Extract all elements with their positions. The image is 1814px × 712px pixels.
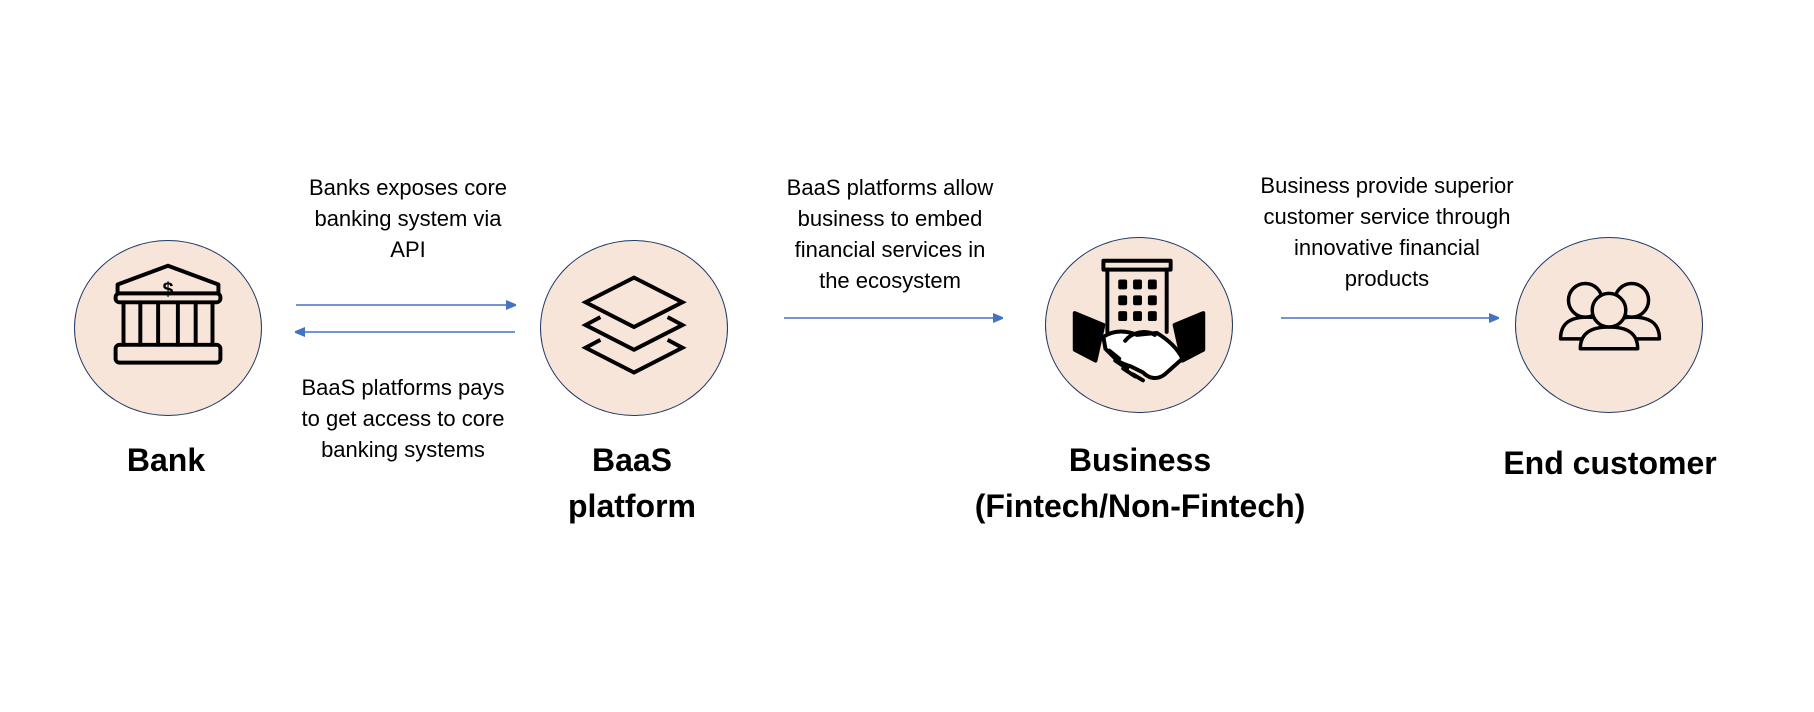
edge-text-baas-to-business: BaaS platforms allow business to embed f… [786,175,994,293]
node-label-baas-platform: BaaS platform [568,442,696,524]
node-baas-platform [540,240,728,416]
business-handshake-icon [1072,258,1206,383]
users-group-icon [1558,281,1662,351]
svg-text:$: $ [163,278,174,300]
edge-text-business-to-end-customer: Business provide superior customer servi… [1260,173,1514,291]
bank-icon: $ [113,263,223,365]
layers-icon [581,275,687,375]
node-label-bank: Bank [126,442,206,478]
edge-text-bank-to-baas: Banks exposes core banking system via AP… [308,175,508,262]
node-label-end-customer: End customer [1503,445,1717,481]
node-label-business: Business (Fintech/Non-Fintech) [974,442,1306,524]
node-bank: $ [74,240,262,416]
node-business [1045,237,1233,413]
node-end-customer [1515,237,1703,413]
edge-text-baas-to-bank: BaaS platforms pays to get access to cor… [301,375,505,462]
